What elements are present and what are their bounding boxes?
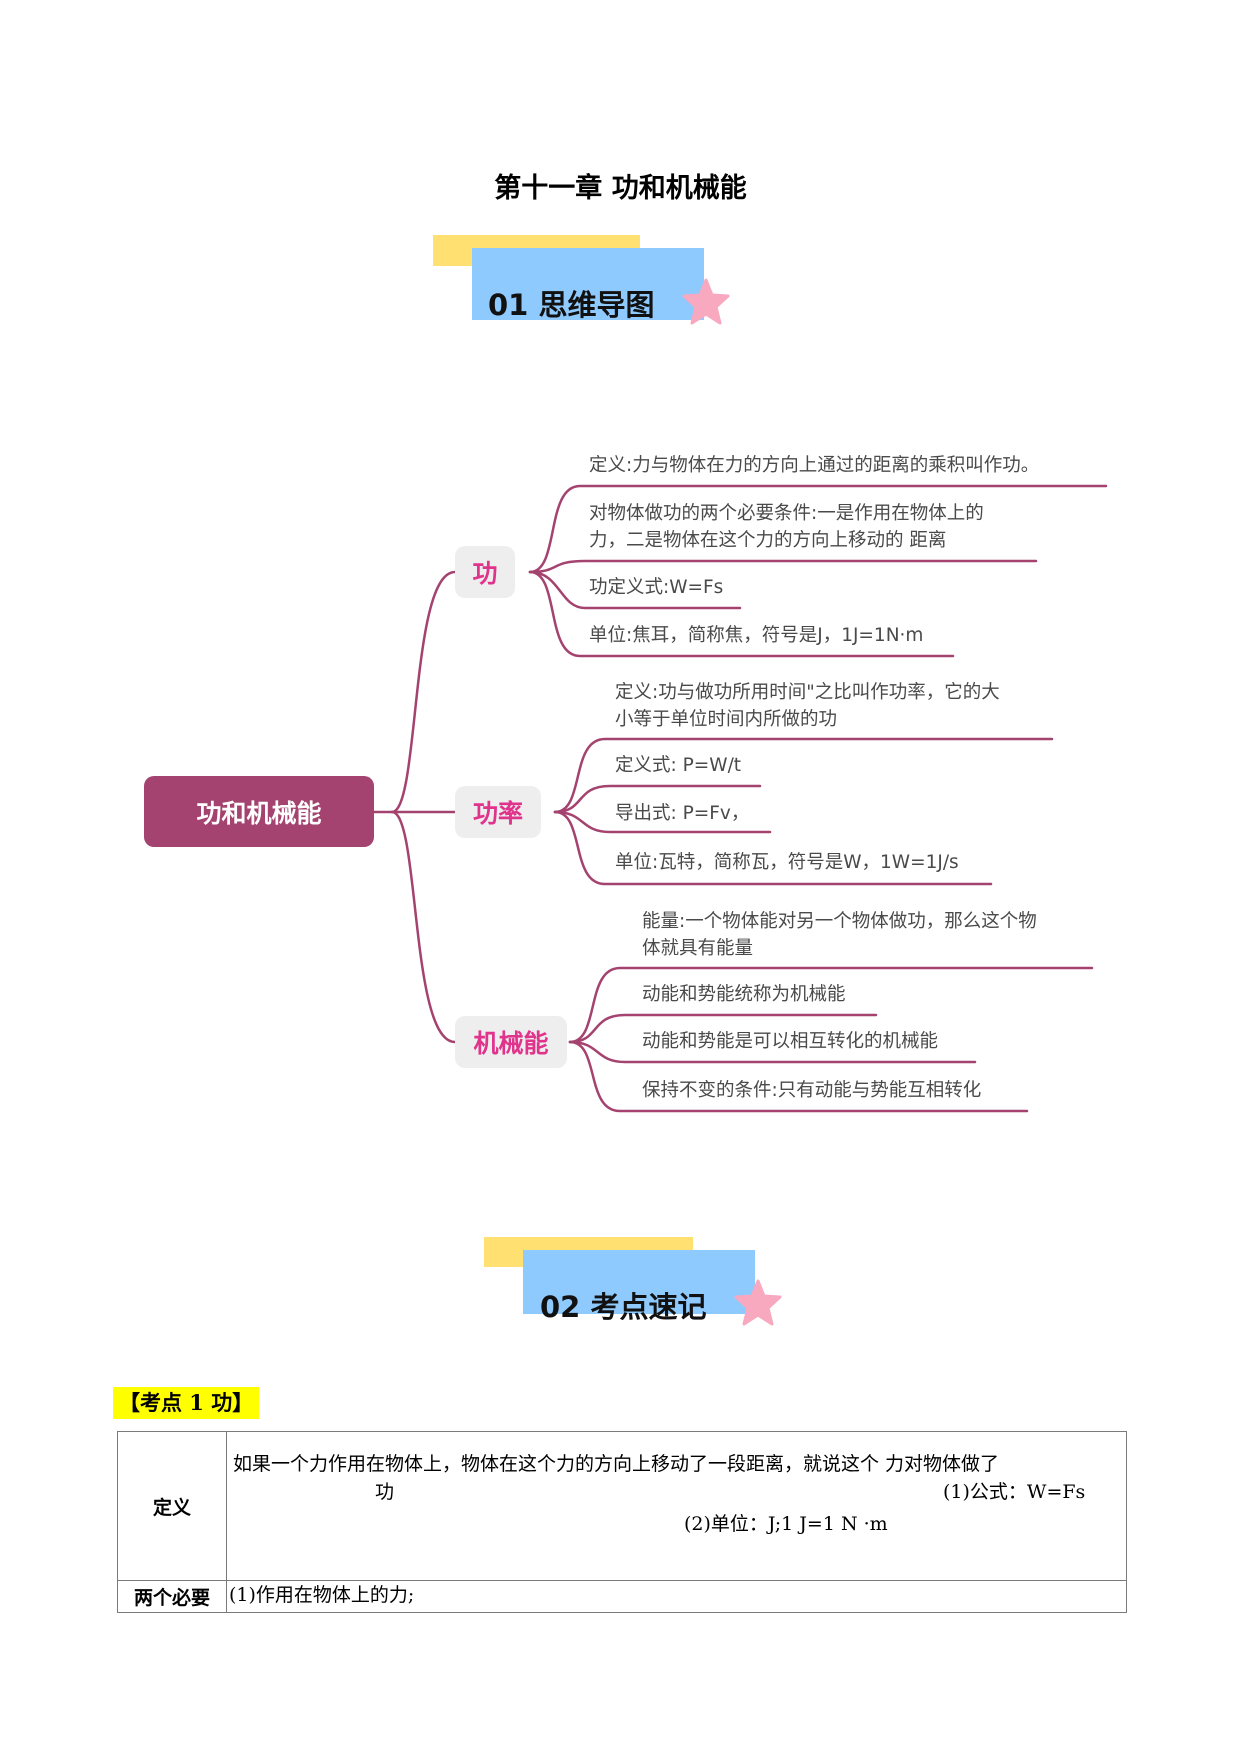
kaodian-table: 定义 如果一个力作用在物体上，物体在这个力的方向上移动了一段距离，就说这个 力对… [117, 1431, 1127, 1613]
leaf-line: 导出式: P=Fv， [615, 803, 750, 824]
mindmap-leaf: 保持不变的条件:只有动能与势能互相转化 [642, 1077, 981, 1104]
content-text: (1)公式：W=Fs [943, 1481, 1086, 1503]
star-icon [682, 278, 730, 325]
leaf-line: 功定义式:W=Fs [589, 577, 724, 598]
content-line: (2)单位：J;1 J=1 N ·m [684, 1513, 888, 1535]
leaf-line: 体就具有能量 [642, 938, 754, 959]
leaf-line: 动能和势能统称为机械能 [642, 984, 846, 1005]
mindmap-leaf: 能量:一个物体能对另一个物体做功，那么这个物 体就具有能量 [642, 908, 1037, 962]
row-label: 两个必要 [117, 1580, 227, 1613]
kaodian-label: 【考点 1 功】 [113, 1387, 260, 1419]
row-label: 定义 [117, 1431, 227, 1581]
mindmap-branch-mechanical-energy: 机械能 [455, 1016, 567, 1068]
star-icon [734, 1279, 782, 1326]
leaf-line: 单位:焦耳，简称焦，符号是J，1J=1N·m [589, 625, 924, 646]
mindmap-branch-power: 功率 [455, 786, 541, 838]
mindmap-leaf: 单位:瓦特，简称瓦，符号是W，1W=1J/s [615, 849, 959, 876]
table-row: 两个必要 (1)作用在物体上的力; [117, 1580, 1127, 1613]
mindmap-branch-work: 功 [455, 546, 515, 598]
leaf-line: 定义:力与物体在力的方向上通过的距离的乘积叫作功。 [589, 455, 1040, 476]
chapter-title: 第十一章 功和机械能 [494, 173, 747, 204]
leaf-line: 对物体做功的两个必要条件:一是作用在物体上的 [589, 503, 984, 524]
leaf-line: 定义式: P=W/t [615, 755, 742, 776]
leaf-line: 单位:瓦特，简称瓦，符号是W，1W=1J/s [615, 852, 959, 873]
content-line: 功 (1)公式：W=Fs [227, 1478, 1126, 1506]
mindmap-leaf: 功定义式:W=Fs [589, 574, 723, 601]
mindmap-leaf: 动能和势能是可以相互转化的机械能 [642, 1028, 938, 1055]
mindmap-leaf: 定义式: P=W/t [615, 752, 741, 779]
leaf-line: 力，二是物体在这个力的方向上移动的 距离 [589, 530, 947, 551]
mindmap-root: 功和机械能 [144, 776, 374, 847]
mindmap-leaf: 动能和势能统称为机械能 [642, 981, 846, 1008]
leaf-line: 保持不变的条件:只有动能与势能互相转化 [642, 1080, 982, 1101]
mindmap-leaf: 定义:功与做功所用时间"之比叫作功率，它的大 小等于单位时间内所做的功 [615, 679, 1000, 733]
content-line: 如果一个力作用在物体上，物体在这个力的方向上移动了一段距离，就说这个 力对物体做… [233, 1453, 1000, 1475]
section1-banner-blue [472, 248, 704, 320]
leaf-line: 定义:功与做功所用时间"之比叫作功率，它的大 [615, 682, 1000, 703]
section2-heading: 02 考点速记 [540, 1290, 707, 1324]
row-content: 如果一个力作用在物体上，物体在这个力的方向上移动了一段距离，就说这个 力对物体做… [226, 1431, 1127, 1581]
table-row: 定义 如果一个力作用在物体上，物体在这个力的方向上移动了一段距离，就说这个 力对… [117, 1431, 1127, 1581]
leaf-line: 动能和势能是可以相互转化的机械能 [642, 1031, 939, 1052]
leaf-line: 能量:一个物体能对另一个物体做功，那么这个物 [642, 911, 1037, 932]
mindmap-leaf: 对物体做功的两个必要条件:一是作用在物体上的 力，二是物体在这个力的方向上移动的… [589, 500, 984, 554]
mindmap-leaf: 单位:焦耳，简称焦，符号是J，1J=1N·m [589, 622, 923, 649]
mindmap-leaf: 导出式: P=Fv， [615, 800, 749, 827]
row-content: (1)作用在物体上的力; [226, 1580, 1127, 1613]
mindmap-leaf: 定义:力与物体在力的方向上通过的距离的乘积叫作功。 [589, 452, 1039, 479]
content-line: (1)作用在物体上的力; [229, 1584, 415, 1606]
section2-banner-blue [523, 1250, 755, 1314]
section1-heading: 01 思维导图 [488, 288, 655, 322]
leaf-line: 小等于单位时间内所做的功 [615, 709, 838, 730]
content-text: 功 [375, 1481, 395, 1503]
